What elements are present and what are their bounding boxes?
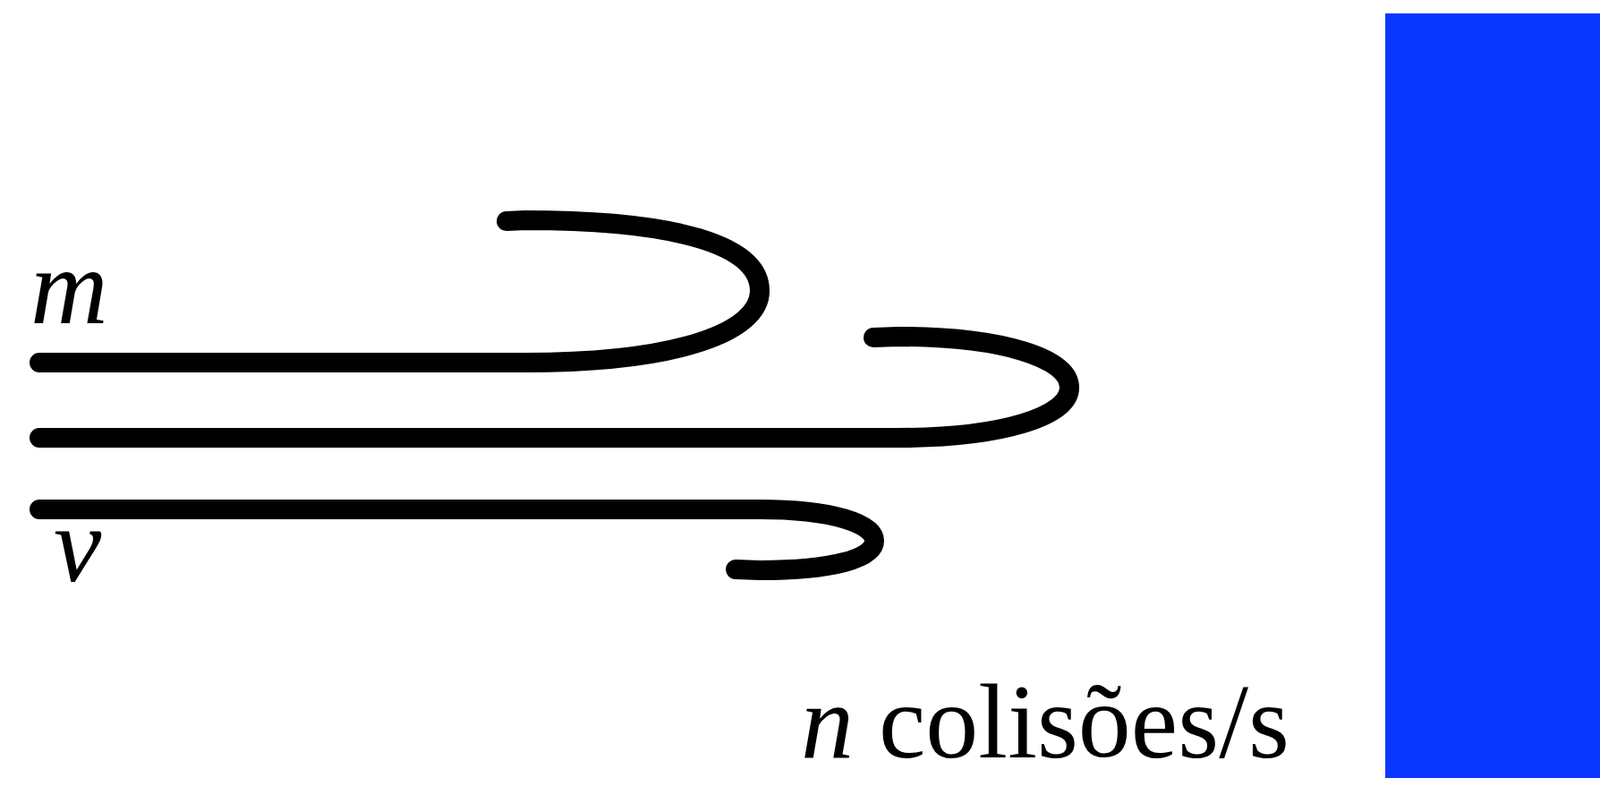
- stroke-tip: [34, 428, 60, 447]
- rate-symbol: n: [800, 669, 854, 775]
- wind-stroke: [39, 220, 760, 363]
- stroke-tip: [34, 353, 60, 372]
- wind-stroke: [39, 336, 1070, 438]
- velocity-symbol: v: [53, 491, 102, 599]
- wall: [1385, 13, 1600, 778]
- wind-stroke: [39, 509, 875, 571]
- rate-unit: colisões/s: [878, 669, 1290, 775]
- mass-symbol: m: [30, 233, 109, 341]
